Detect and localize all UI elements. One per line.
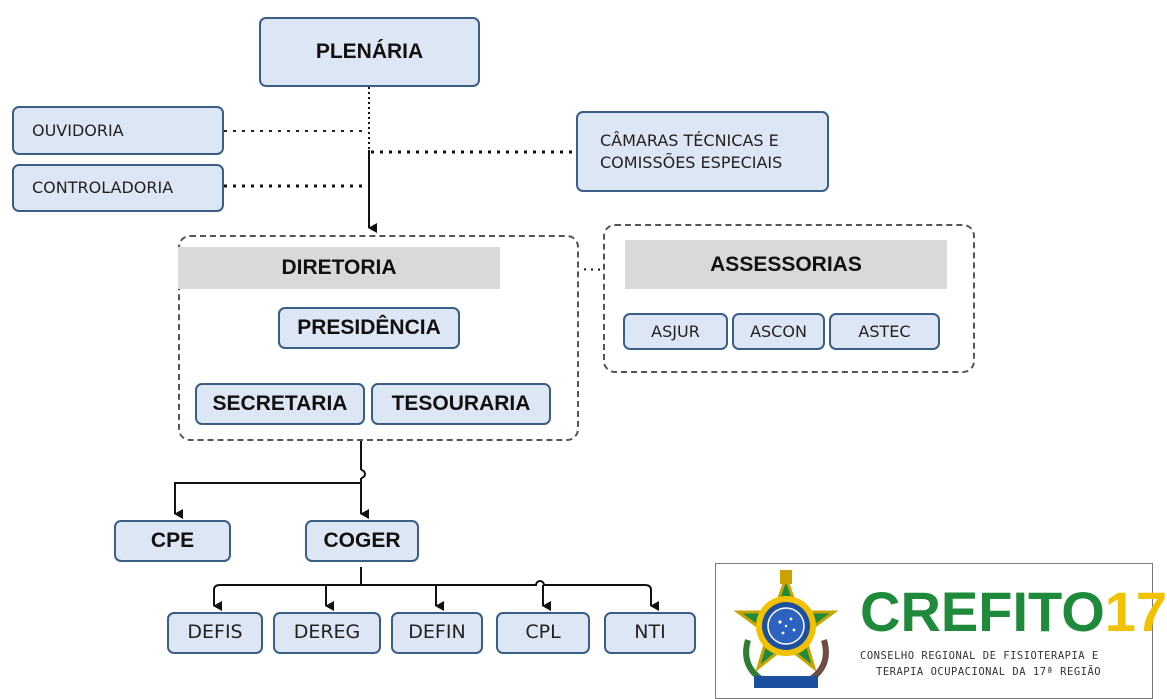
astec-label: ASTEC	[858, 321, 911, 341]
camaras-box[interactable]: CÂMARAS TÉCNICAS E COMISSÕES ESPECIAIS	[576, 111, 829, 192]
logo-caption-line-2: TERAPIA OCUPACIONAL DA 17ª REGIÃO	[876, 666, 1102, 678]
dereg-label: DEREG	[293, 621, 361, 644]
ascon-label: ASCON	[750, 321, 807, 341]
camaras-label-line-2: COMISSÕES ESPECIAIS	[600, 152, 783, 172]
plenaria-box[interactable]: PLENÁRIA	[259, 17, 480, 87]
secretaria-label: SECRETARIA	[212, 391, 348, 415]
controladoria-label: CONTROLADORIA	[32, 178, 174, 198]
coger-box[interactable]: COGER	[305, 520, 419, 562]
tesouraria-box[interactable]: TESOURARIA	[371, 383, 551, 425]
controladoria-box[interactable]: CONTROLADORIA	[12, 164, 224, 212]
ouvidoria-label: OUVIDORIA	[32, 120, 124, 140]
defin-box[interactable]: DEFIN	[391, 612, 483, 654]
cpl-box[interactable]: CPL	[496, 612, 590, 654]
crefito-logo: CREFITO17 CONSELHO REGIONAL DE FISIOTERA…	[715, 563, 1167, 699]
asjur-box[interactable]: ASJUR	[623, 313, 728, 350]
defin-label: DEFIN	[408, 621, 466, 644]
cpl-label: CPL	[525, 621, 561, 644]
logo-caption-line-1: CONSELHO REGIONAL DE FISIOTERAPIA E	[860, 650, 1099, 662]
crefito-wordmark: CREFITO17	[860, 584, 1167, 640]
line-hop	[360, 469, 366, 479]
assessorias-title: ASSESSORIAS	[710, 252, 862, 276]
cpe-label: CPE	[150, 528, 195, 552]
presidencia-box[interactable]: PRESIDÊNCIA	[278, 307, 460, 349]
presidencia-label: PRESIDÊNCIA	[297, 315, 441, 339]
crefito-word-yellow: 17	[1104, 580, 1167, 643]
crefito-word-green: CREFITO	[860, 580, 1105, 643]
assessorias-header: ASSESSORIAS	[625, 240, 947, 289]
tesouraria-label: TESOURARIA	[391, 391, 531, 415]
plenaria-label: PLENÁRIA	[315, 39, 424, 63]
departments-bus	[213, 580, 652, 606]
ouvidoria-box[interactable]: OUVIDORIA	[12, 106, 224, 155]
cpe-box[interactable]: CPE	[114, 520, 231, 562]
defis-label: DEFIS	[187, 621, 243, 644]
to-cpe-arrow	[174, 482, 361, 519]
astec-box[interactable]: ASTEC	[829, 313, 940, 350]
diretoria-header: DIRETORIA	[178, 247, 500, 289]
defis-box[interactable]: DEFIS	[167, 612, 263, 654]
secretaria-box[interactable]: SECRETARIA	[195, 383, 365, 425]
dereg-box[interactable]: DEREG	[273, 612, 381, 654]
camaras-label-line-1: CÂMARAS TÉCNICAS E	[600, 130, 779, 150]
nti-box[interactable]: NTI	[604, 612, 696, 654]
brazil-coat-of-arms-icon	[733, 570, 839, 688]
coger-label: COGER	[323, 528, 401, 552]
diretoria-title: DIRETORIA	[281, 256, 397, 279]
asjur-label: ASJUR	[651, 321, 700, 341]
ascon-box[interactable]: ASCON	[732, 313, 825, 350]
nti-label: NTI	[634, 621, 666, 644]
